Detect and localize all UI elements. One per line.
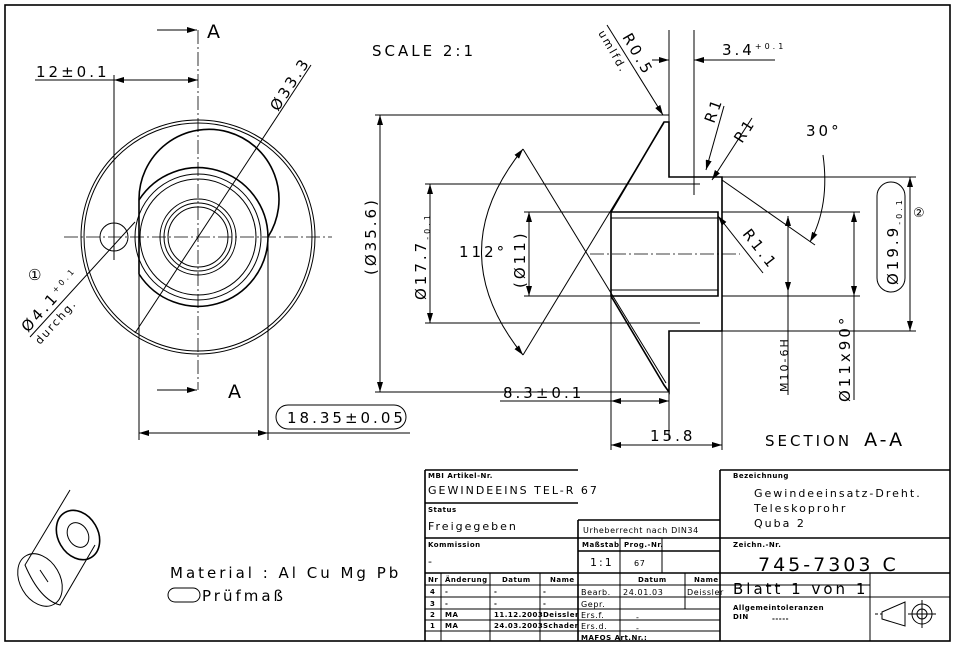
- approval-cell: Ers.d.: [581, 622, 607, 631]
- dim-12: 12±0.1: [36, 63, 110, 81]
- approval-header: Datum: [638, 576, 667, 584]
- artikel-value: GEWINDEEINS TEL-R 67: [428, 484, 599, 497]
- prog-label: Prog.-Nr.: [624, 541, 663, 549]
- rev-cell: -: [494, 600, 497, 608]
- toleranz-label: Allgemeintoleranzen: [733, 604, 824, 612]
- approval-cell: -: [636, 613, 640, 622]
- front-view: A A 12±0.1 Ø33.3 Ø4.1+0.1 durchg. ① 18.3…: [18, 21, 410, 440]
- section-mark-bottom: A: [228, 381, 244, 403]
- bezeichnung-line-3: Quba 2: [754, 517, 806, 530]
- rev-cell: -: [445, 588, 448, 596]
- scale-label: SCALE 2:1: [372, 42, 476, 60]
- rev-cell: MA: [445, 611, 458, 619]
- pruefmass-label: Prüfmaß: [202, 587, 286, 605]
- rev-cell: 2: [430, 611, 435, 619]
- mark-1: ①: [28, 266, 41, 284]
- rev-cell: -: [494, 588, 497, 596]
- rev-header: Nr: [428, 576, 438, 584]
- approval-cell: Ers.f.: [581, 611, 604, 620]
- rev-cell: 3: [430, 600, 435, 608]
- rev-header: Änderung: [445, 575, 488, 584]
- dim-18-35: 18.35±0.05: [287, 409, 406, 427]
- massstab-label: Maßstab: [582, 541, 619, 549]
- rev-cell: Schader: [543, 622, 579, 630]
- dim-11: (Ø11): [511, 230, 529, 288]
- title-block: MBI Artikel-Nr. GEWINDEEINS TEL-R 67 Sta…: [424, 469, 950, 642]
- rev-cell: -: [543, 588, 546, 596]
- dim-19-9: Ø19.9-0.1: [884, 197, 904, 285]
- dim-15-8: 15.8: [650, 427, 695, 445]
- dim-m10: M10-6H: [778, 337, 791, 392]
- toleranz-din: DIN: [733, 613, 749, 621]
- approval-header: Name: [694, 576, 719, 584]
- rev-cell: 11.12.2003: [494, 611, 543, 619]
- section-mark-top: A: [207, 21, 223, 43]
- dim-r1-a: R1: [701, 95, 727, 126]
- angle-112: 112°: [459, 243, 507, 261]
- massstab-value: 1:1: [590, 556, 614, 569]
- bezeichnung-label: Bezeichnung: [733, 472, 789, 480]
- rev-cell: 4: [430, 588, 435, 596]
- urheber-text: Urheberrecht nach DIN34: [583, 526, 699, 535]
- prog-value: 67: [634, 559, 645, 568]
- toleranz-value: -----: [772, 615, 789, 623]
- drawing-frame: [4, 4, 951, 642]
- mafos-label: MAFOS Art.Nr.:: [581, 634, 647, 642]
- dim-11x90: Ø11x90°: [836, 315, 854, 402]
- approval-cell: Bearb.: [581, 588, 611, 597]
- approval-cell: Gepr.: [581, 600, 605, 609]
- approval-cell: 24.01.03: [623, 588, 663, 597]
- projection-symbol-icon: [875, 600, 936, 628]
- status-value: Freigegeben: [428, 520, 518, 533]
- mark-2: ②: [913, 206, 925, 221]
- dim-33-3: Ø33.3: [266, 54, 314, 114]
- zeichn-value: 745-7303 C: [758, 554, 899, 576]
- dim-8-3: 8.3±0.1: [503, 384, 584, 402]
- dim-r1-1: R1.1: [739, 225, 782, 273]
- rev-header: Datum: [502, 576, 531, 584]
- approval-table: Datum Name Bearb. 24.01.03 Deissler Gepr…: [581, 576, 724, 642]
- dim-3-4: 3.4+0.1: [722, 41, 786, 59]
- bezeichnung-line-2: Teleskoprohr: [753, 502, 847, 515]
- dim-35-6: (Ø35.6): [362, 197, 380, 275]
- rev-cell: -: [445, 600, 448, 608]
- isometric-thumbnail: [17, 489, 101, 607]
- artikel-label: MBI Artikel-Nr.: [428, 472, 493, 480]
- approval-cell: Deissler: [687, 588, 724, 597]
- rev-cell: -: [543, 600, 546, 608]
- dim-17-7: Ø17.7-0.1: [412, 212, 432, 300]
- pruefmass-symbol: [167, 587, 201, 603]
- dim-r1-b: R1: [730, 115, 759, 147]
- rev-cell: 24.03.2003: [494, 622, 543, 630]
- kommission-value: -: [428, 555, 434, 568]
- blatt-label: Blatt 1 von 1: [733, 580, 868, 598]
- angle-30: 30°: [806, 122, 842, 140]
- zeichn-label: Zeichn.-Nr.: [733, 541, 781, 549]
- material-note: Material : Al Cu Mg Pb: [170, 564, 401, 582]
- rev-cell: Deissler: [543, 611, 579, 619]
- rev-cell: MA: [445, 622, 458, 630]
- rev-header: Name: [550, 576, 575, 584]
- approval-cell: -: [636, 624, 640, 633]
- kommission-label: Kommission: [428, 541, 481, 549]
- rev-cell: 1: [430, 622, 435, 630]
- section-view: (Ø35.6) Ø17.7-0.1 (Ø11) 112° R0.5 umlfd.…: [362, 24, 925, 451]
- bezeichnung-line-1: Gewindeeinsatz-Dreht.: [754, 487, 922, 500]
- status-label: Status: [428, 506, 457, 514]
- revision-table: Nr Änderung Datum Name 4 - - - 3 - - - 2…: [428, 575, 579, 630]
